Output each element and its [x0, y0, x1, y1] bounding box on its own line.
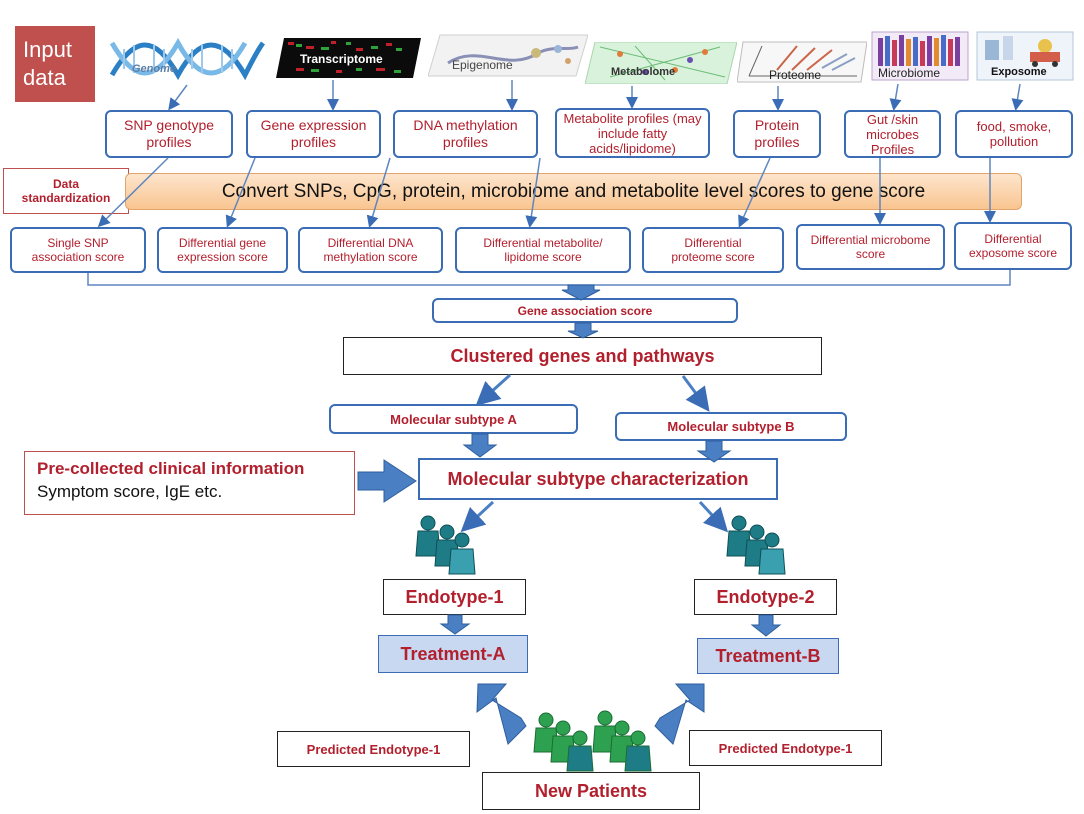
down-arrow-subtype-a	[462, 433, 498, 458]
score-proteome: Differential proteome score	[642, 227, 784, 273]
clinical-information-box: Pre-collected clinical information Sympt…	[24, 451, 355, 515]
clustered-to-b-arrow	[681, 375, 710, 412]
score-gene-expression: Differential gene expression score	[157, 227, 288, 273]
microbiome-arrow	[889, 83, 902, 111]
profile-exposure: food, smoke, pollution	[955, 110, 1073, 158]
microbiome-label: Microbiome	[878, 66, 941, 80]
new-patients-box: New Patients	[482, 772, 700, 810]
transcriptome-label: Transcriptome	[300, 52, 383, 66]
char-to-endo1-arrow	[460, 500, 495, 533]
profile-snp-genotype: SNP genotype profiles	[105, 110, 233, 158]
predicted-endotype-left: Predicted Endotype-1	[277, 731, 470, 767]
people-group-new-patients	[533, 710, 652, 772]
treatment-a-box: Treatment-A	[378, 635, 528, 673]
exposome-image: Exposome	[975, 30, 1075, 82]
score-dna-methylation: Differential DNA methylation score	[298, 227, 443, 273]
profile-metabolite: Metabolite profiles (may include fatty a…	[555, 108, 710, 158]
people-group-endotype-2	[726, 515, 786, 575]
metabolome-label: Metabolome	[611, 66, 676, 78]
exposome-scene-icon	[976, 31, 1074, 81]
up-left-arrow-new-patients	[476, 683, 527, 745]
down-arrow-treatment-a	[439, 614, 471, 635]
heatmap-icon	[276, 38, 421, 78]
molecular-subtype-b: Molecular subtype B	[615, 412, 847, 441]
input-data-label: Input data	[23, 37, 72, 90]
genome-label: Genome	[132, 63, 177, 75]
profile-gene-expression: Gene expression profiles	[246, 110, 381, 158]
dna-helix-icon	[110, 37, 265, 81]
score-metabolite-lipidome: Differential metabolite/ lipidome score	[455, 227, 631, 273]
people-group-endotype-1	[415, 515, 476, 575]
clustered-genes-pathways: Clustered genes and pathways	[343, 337, 822, 375]
score-exposome: Differential exposome score	[954, 222, 1072, 270]
down-arrow-treatment-b	[750, 614, 782, 637]
score-microbiome: Differential microbome score	[796, 224, 945, 270]
convert-banner: Convert SNPs, CpG, protein, microbiome a…	[125, 173, 1022, 210]
epigenome-label: Epigenome	[452, 58, 513, 72]
profile-protein: Protein profiles	[733, 110, 821, 158]
endotype-1-box: Endotype-1	[383, 579, 526, 615]
proteome-image: Proteome	[737, 40, 867, 84]
clustered-to-a-arrow	[475, 373, 512, 407]
genome-image: Genome	[110, 35, 265, 83]
data-standardization-label: Data standardization	[3, 168, 129, 214]
microbiome-bars-icon	[871, 31, 969, 81]
epigenome-image: Epigenome	[428, 33, 588, 78]
epigenome-icon	[428, 34, 588, 77]
profile-microbes: Gut /skin microbes Profiles	[844, 110, 941, 158]
exposome-arrow	[1011, 83, 1024, 111]
score-single-snp: Single SNP association score	[10, 227, 146, 273]
gene-association-score: Gene association score	[432, 298, 738, 323]
profile-dna-methylation: DNA methylation profiles	[393, 110, 538, 158]
clinical-detail: Symptom score, IgE etc.	[37, 482, 223, 501]
right-arrow-clinical	[357, 459, 417, 503]
down-arrow-clustered	[567, 322, 599, 339]
treatment-b-box: Treatment-B	[697, 638, 839, 674]
char-to-endo2-arrow	[698, 500, 729, 533]
molecular-subtype-a: Molecular subtype A	[329, 404, 578, 434]
input-data-badge: Input data	[15, 26, 95, 102]
metabolome-icon	[585, 42, 737, 84]
predicted-endotype-right: Predicted Endotype-1	[689, 730, 882, 766]
endotype-2-box: Endotype-2	[694, 579, 837, 615]
proteome-icon	[737, 41, 867, 83]
molecular-subtype-characterization: Molecular subtype characterization	[418, 458, 778, 500]
exposome-label: Exposome	[991, 66, 1047, 78]
genome-arrow	[168, 84, 188, 111]
transcriptome-image: Transcriptome	[276, 38, 421, 78]
proteome-label: Proteome	[769, 68, 822, 82]
clinical-title: Pre-collected clinical information	[37, 459, 305, 478]
microbiome-image: Microbiome	[870, 30, 970, 82]
metabolome-image: Metabolome	[585, 42, 737, 84]
